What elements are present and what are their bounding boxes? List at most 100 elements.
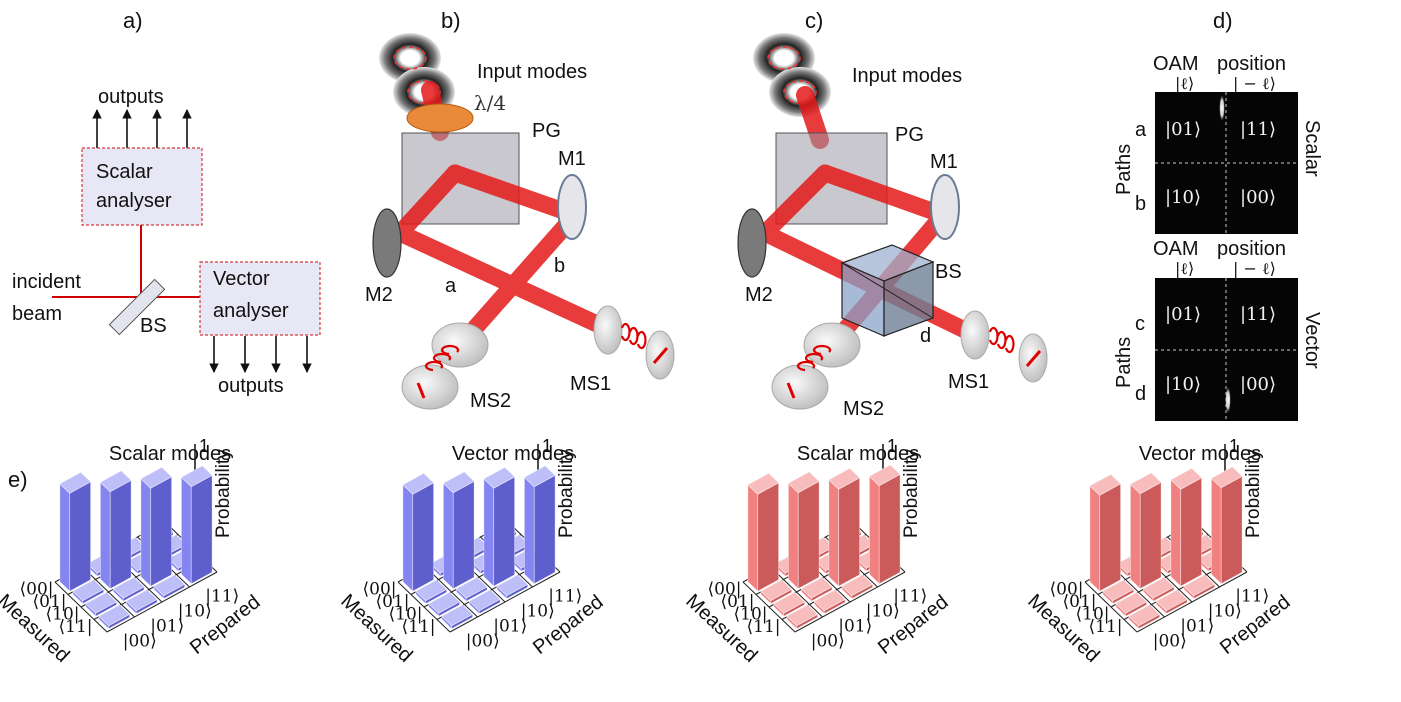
bar — [140, 466, 173, 588]
d-bot-oam: OAM — [1153, 238, 1199, 260]
d-bot-ket-ml: | − ℓ⟩ — [1233, 259, 1276, 278]
d-bot-ket-11: |11⟩ — [1240, 304, 1276, 325]
bar — [760, 579, 793, 605]
prepared-tick-label: |01⟩ — [150, 617, 184, 637]
m2-label-b: M2 — [365, 284, 393, 306]
bar — [415, 579, 448, 605]
bar — [1115, 591, 1148, 618]
bs-label-a: BS — [140, 315, 167, 337]
bar — [787, 471, 820, 590]
mirror-m2-c — [737, 208, 767, 278]
ms2-line-b — [416, 382, 426, 399]
measured-tick-label: ⟨00| — [363, 579, 397, 599]
z-tick-label: 1 — [1229, 436, 1239, 456]
mirror-m1-b — [557, 174, 587, 240]
z-axis-label: Probability — [556, 449, 577, 538]
measured-tick-label: ⟨10| — [389, 604, 423, 624]
prepared-tick-label: |11⟩ — [1235, 587, 1269, 607]
d-bot-paths: Paths — [1113, 337, 1135, 388]
floor-grid-line — [425, 566, 478, 618]
z-axis-label: Probability — [1243, 449, 1264, 538]
d-bot-ket-10: |10⟩ — [1165, 374, 1201, 395]
bar — [786, 604, 819, 630]
vector-analyser-line2: analyser — [213, 300, 289, 322]
input-mode-ring-1 — [393, 46, 427, 70]
measured-tick-label: ⟨10| — [734, 604, 768, 624]
z-tick-label: 1 — [542, 436, 552, 456]
ms2-line-c — [786, 382, 796, 399]
ms1-beam-pattern-c — [988, 326, 1015, 354]
pg-label-b: PG — [532, 120, 561, 142]
ms2-lens-b — [431, 322, 489, 368]
bar — [428, 591, 461, 618]
d-bot-ket-00: |00⟩ — [1240, 374, 1276, 395]
m1-label-c: M1 — [930, 151, 958, 173]
measured-tick-label: ⟨11| — [402, 617, 436, 637]
panel-e-label: e) — [8, 467, 28, 492]
scalar-analyser-line2: analyser — [96, 190, 172, 212]
z-axis-label: Probability — [901, 449, 922, 538]
path-d-label: d — [920, 325, 931, 347]
bar — [468, 589, 501, 615]
d-top-ket-l: |ℓ⟩ — [1175, 74, 1194, 93]
bar — [455, 576, 488, 603]
bar — [1210, 466, 1243, 585]
d-top-ket-ml: | − ℓ⟩ — [1233, 74, 1276, 93]
floor-grid-line — [397, 581, 451, 633]
prepared-tick-label: |11⟩ — [893, 587, 927, 607]
d-top-image — [1155, 92, 1298, 234]
measured-tick-label: ⟨01| — [376, 592, 410, 612]
ms2-lens-c — [803, 322, 861, 368]
floor-grid-line — [1112, 566, 1165, 618]
prepared-tick-label: |01⟩ — [838, 617, 872, 637]
d-top-paths: Paths — [1113, 144, 1135, 195]
bar — [59, 471, 92, 593]
incident-line2: beam — [12, 303, 62, 325]
vector-analyser-box — [199, 261, 321, 336]
outputs-top-label: outputs — [98, 86, 164, 108]
d-top-oam: OAM — [1153, 53, 1199, 75]
ms1-beam-pattern-b — [620, 322, 647, 350]
vector-analyser-line1: Vector — [213, 268, 270, 290]
d-top-spot — [1219, 94, 1225, 122]
ms2-detector-c — [771, 364, 829, 410]
panel-e-charts: Scalar modes01Probability⟨00|⟨01|⟨10|⟨11… — [0, 436, 1294, 667]
input-modes-label-c: Input modes — [852, 65, 962, 87]
d-top-scalar: Scalar — [1301, 120, 1323, 177]
bar — [841, 574, 874, 600]
d-top-ket-01: |01⟩ — [1165, 119, 1201, 140]
chart-title: Scalar modes — [797, 443, 919, 465]
bs-cube-c — [840, 244, 935, 337]
measured-tick-label: ⟨11| — [59, 617, 93, 637]
bar — [1089, 473, 1122, 593]
input-mode-ring-1-c — [767, 46, 801, 70]
bar — [98, 604, 131, 630]
chart-title: Scalar modes — [109, 443, 231, 465]
bar — [85, 591, 118, 618]
output-arrows-bottom — [209, 336, 312, 373]
panel-a-label: a) — [123, 8, 143, 33]
beams-b — [391, 164, 619, 354]
measured-tick-label: ⟨00| — [1050, 579, 1084, 599]
floor-grid-line — [54, 581, 108, 633]
panel-a: a) outputs Scalar analyser BS incident b… — [12, 8, 321, 397]
prepared-tick-label: |00⟩ — [123, 632, 157, 652]
d-top-position: position — [1217, 53, 1286, 75]
d-bot-row-d: d — [1135, 383, 1146, 405]
prepared-tick-label: |01⟩ — [493, 617, 527, 637]
bar — [747, 472, 780, 593]
bar — [496, 574, 529, 600]
panel-d-label: d) — [1213, 8, 1233, 33]
prepared-tick-label: |00⟩ — [466, 632, 500, 652]
prepared-tick-label: |00⟩ — [1153, 632, 1187, 652]
scalar-analyser-box — [81, 147, 203, 226]
panel-b-label: b) — [441, 8, 461, 33]
ms2-detector-b — [401, 364, 459, 410]
scalar-analyser-line1: Scalar — [96, 161, 153, 183]
d-bot-row-c: c — [1135, 313, 1145, 335]
bar — [1142, 576, 1175, 603]
bar — [125, 589, 158, 615]
ms1-line-c — [1025, 350, 1042, 367]
bar — [813, 589, 846, 615]
bar — [1183, 574, 1216, 600]
